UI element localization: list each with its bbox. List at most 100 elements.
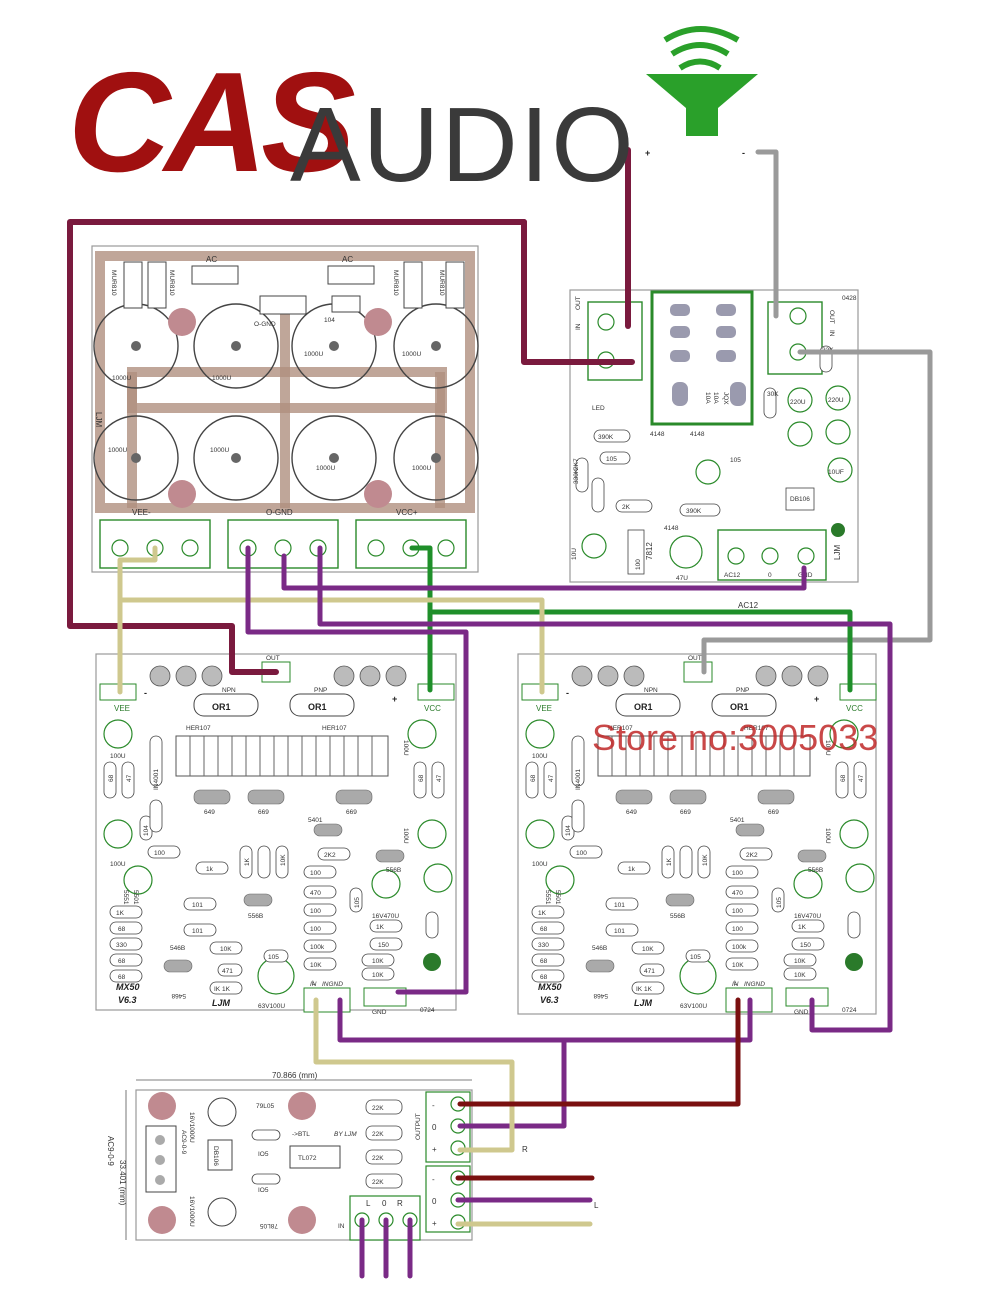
out-label: OUT bbox=[688, 655, 702, 662]
amp-label: IK bbox=[636, 986, 643, 993]
transistor-label: 556B bbox=[670, 913, 685, 920]
amp-label: 100 bbox=[732, 870, 743, 877]
amp-label: 1K bbox=[644, 986, 653, 993]
in-label: IN bbox=[828, 330, 835, 337]
amp-label: 101 bbox=[192, 902, 203, 909]
amp-label: 1k bbox=[206, 866, 214, 873]
resistor-label: 104 bbox=[324, 317, 335, 324]
amp-label: 470 bbox=[310, 890, 321, 897]
amp-label: 1K bbox=[222, 986, 231, 993]
output-terminal-label: - bbox=[432, 1101, 435, 1110]
amp-label: 47 bbox=[548, 774, 555, 782]
amp-label: 471 bbox=[644, 968, 655, 975]
diode-label: MUR810 bbox=[438, 270, 445, 296]
amp-label: 63V100U bbox=[258, 1003, 285, 1010]
transistor-label: 649 bbox=[204, 809, 215, 816]
preamp-label: 16V1000U bbox=[188, 1196, 195, 1227]
amp-label: 101 bbox=[192, 928, 203, 935]
amp-label: 5551 bbox=[544, 890, 551, 905]
input-in-label: IN bbox=[310, 981, 317, 988]
logo-face-icon bbox=[845, 953, 863, 971]
maker-label: LJM bbox=[634, 998, 653, 1008]
amp-label: 100 bbox=[576, 850, 587, 857]
model-label: MX50 bbox=[538, 982, 562, 992]
amp-label: 1K bbox=[376, 924, 385, 931]
preamp-label: TL072 bbox=[298, 1155, 317, 1162]
amp-label: 150 bbox=[800, 942, 811, 949]
speaker-protection-board: 10A 10A JQX IN OUT IN OUT bbox=[569, 289, 859, 610]
transistor-label: 669 bbox=[258, 809, 269, 816]
speaker-icon bbox=[646, 26, 758, 136]
transistor-label: 556B bbox=[808, 867, 823, 874]
diode-label: MUR810 bbox=[392, 270, 399, 296]
relay-label: 10A bbox=[704, 392, 711, 404]
relay-label: JQX bbox=[722, 392, 729, 405]
amp-label: 68 bbox=[118, 958, 126, 965]
transistor-label: 5468 bbox=[593, 992, 608, 999]
transistor-label: 546B bbox=[592, 945, 607, 952]
vee-label: VEE bbox=[114, 704, 130, 713]
protection-label: LED bbox=[592, 405, 605, 412]
amp-label: 1K bbox=[538, 910, 547, 917]
amp-label: 100U bbox=[110, 753, 126, 760]
amp-label: 1K bbox=[798, 924, 807, 931]
in-label: IN bbox=[575, 323, 582, 330]
amp-label: 2K2 bbox=[746, 852, 758, 859]
out-label: OUT bbox=[828, 310, 835, 324]
amp-label: 47 bbox=[436, 774, 443, 782]
amp-label: 105 bbox=[690, 954, 701, 961]
cap-label: 1000U bbox=[112, 375, 131, 382]
ogn-label: O-GND bbox=[254, 321, 276, 328]
amp-label: 100 bbox=[732, 926, 743, 933]
input-ingnd-label: INGND bbox=[744, 981, 765, 988]
amp-label: 100 bbox=[732, 908, 743, 915]
amp-label: 1k bbox=[628, 866, 636, 873]
amp-label: 10K bbox=[372, 972, 384, 979]
input-in-label: IN bbox=[732, 981, 739, 988]
gnd-label: GND bbox=[372, 1009, 387, 1016]
transistor-label: 669 bbox=[346, 809, 357, 816]
output-terminal-label: + bbox=[432, 1219, 437, 1228]
protection-label: 4148 bbox=[664, 525, 679, 532]
pnp-label: PNP bbox=[314, 687, 327, 694]
amp-label: 1K bbox=[666, 857, 673, 866]
transistor-label: 5401 bbox=[308, 817, 323, 824]
amp-label: 100k bbox=[310, 944, 325, 951]
protection-label: 10UF bbox=[828, 469, 844, 476]
preamp-label: 22K bbox=[372, 1131, 384, 1138]
amp-label: 68 bbox=[418, 774, 425, 782]
or-label: OR1 bbox=[212, 702, 231, 712]
amp-board-right: OUT NPN PNP VEE VCC - + OR1 OR1 HER107 H… bbox=[517, 653, 877, 1016]
amp-label: 68 bbox=[840, 774, 847, 782]
output-terminal-label: - bbox=[432, 1175, 435, 1184]
wiring bbox=[67, 147, 933, 1279]
terminal-zero-label: 0 bbox=[768, 572, 772, 579]
preamp-label: IO5 bbox=[258, 1187, 269, 1194]
amp-label: 47 bbox=[126, 774, 133, 782]
preamp-board: 70.866 (mm) 33.401 (mm) AC9-0-9 16V1000U… bbox=[106, 1071, 473, 1241]
terminal-vcc-label: VCC+ bbox=[396, 508, 418, 517]
output-terminal-label: 0 bbox=[432, 1123, 437, 1132]
amp-label: 10K bbox=[372, 958, 384, 965]
terminal-ac12-label: AC12 bbox=[724, 572, 741, 579]
heri-label: HER107 bbox=[322, 725, 347, 732]
preamp-label: 22K bbox=[372, 1105, 384, 1112]
amp-board-left: OUT NPN PNP VEE VCC - + OR1 OR1 HER107 H… bbox=[95, 653, 457, 1016]
amp-label: 105 bbox=[268, 954, 279, 961]
amp-label: 68 bbox=[540, 926, 548, 933]
minus-label: - bbox=[144, 688, 147, 698]
store-watermark: Store no:3005033 bbox=[592, 717, 879, 758]
cap-label: 1000U bbox=[412, 465, 431, 472]
amp-label: 68 bbox=[108, 774, 115, 782]
preamp-label: BY LJM bbox=[334, 1131, 357, 1138]
heri-label: HER107 bbox=[608, 725, 633, 732]
amp-label: 10K bbox=[794, 972, 806, 979]
ac-side-label: AC9-0-9 bbox=[106, 1136, 115, 1166]
amp-label: 105 bbox=[776, 897, 783, 908]
transistor-label: 556B bbox=[248, 913, 263, 920]
amp-label: 1K bbox=[244, 857, 251, 866]
minus-label: - bbox=[566, 688, 569, 698]
transistor-label: 5468 bbox=[171, 992, 186, 999]
preamp-label: IO5 bbox=[258, 1151, 269, 1158]
output-terminal-label: 0 bbox=[432, 1197, 437, 1206]
